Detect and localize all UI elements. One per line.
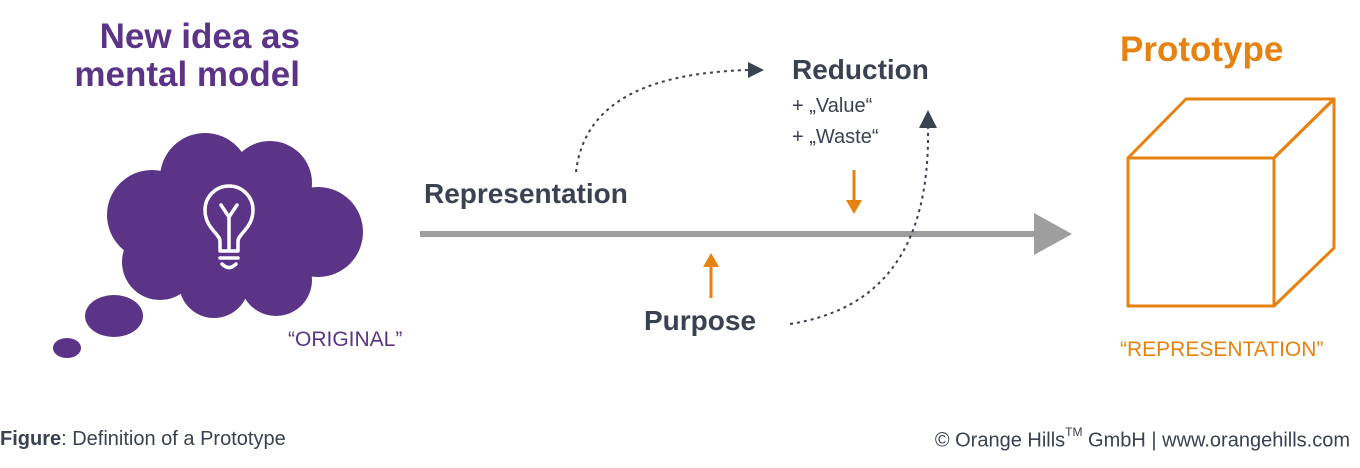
copyright-prefix: © Orange Hills xyxy=(934,429,1066,452)
figure-caption: Figure: Definition of a Prototype xyxy=(0,428,286,451)
lightbulb-icon xyxy=(203,184,255,270)
reduction-item-waste: + „Waste“ xyxy=(792,126,879,148)
reduction-down-arrow xyxy=(846,170,862,214)
trademark-mark: TM xyxy=(1065,425,1083,439)
thought-cloud-icon xyxy=(53,133,363,358)
purpose-up-arrow xyxy=(703,253,719,298)
copyright-suffix: GmbH | www.orangehills.com xyxy=(1082,429,1350,452)
left-title: New idea as mental model xyxy=(74,17,300,94)
representation-quote-label: “REPRESENTATION” xyxy=(1120,338,1324,361)
reduction-title: Reduction xyxy=(792,54,929,85)
purpose-to-reduction-arrow xyxy=(789,110,937,325)
cube-icon xyxy=(1126,97,1336,308)
figure-caption-text: : Definition of a Prototype xyxy=(61,428,286,450)
copyright-notice: © Orange HillsTM GmbH | www.orangehills.… xyxy=(820,425,1350,453)
representation-label: Representation xyxy=(424,178,628,209)
main-arrow xyxy=(420,213,1072,255)
reduction-item-value: + „Value“ xyxy=(792,95,873,117)
figure-label: Figure xyxy=(0,428,62,450)
right-title: Prototype xyxy=(1120,30,1284,69)
purpose-label: Purpose xyxy=(644,305,757,336)
original-label: “ORIGINAL” xyxy=(288,328,403,351)
representation-to-reduction-arrow xyxy=(575,62,764,173)
